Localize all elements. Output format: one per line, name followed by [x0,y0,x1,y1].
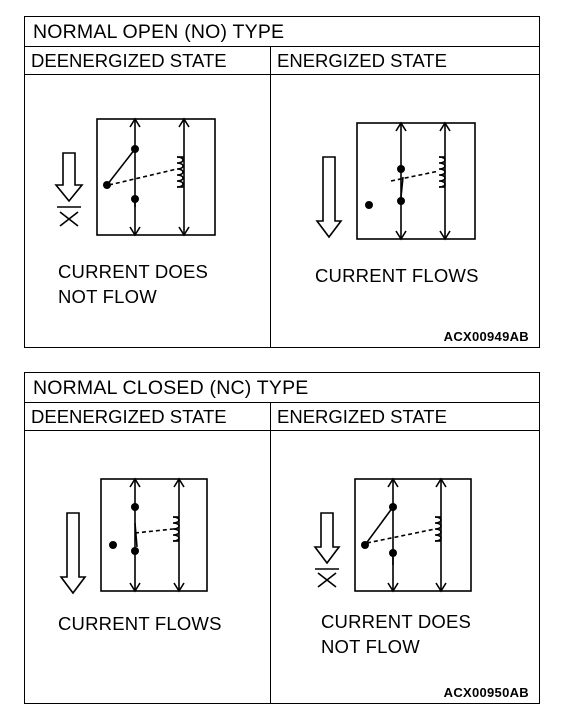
caption-deenergized: CURRENT FLOWS [58,613,222,634]
relay-diagram-energized [315,121,476,241]
panel-normal-open: NORMAL OPEN (NO) TYPE DEENERGIZED STATE … [24,16,540,348]
down-arrow-icon [54,152,84,203]
panel-normal-closed: NORMAL CLOSED (NC) TYPE DEENERGIZED STAT… [24,372,540,704]
down-arrow-icon [313,512,341,565]
column-divider [270,47,271,347]
header-deenergized: DEENERGIZED STATE [25,47,271,75]
column-divider [270,403,271,703]
caption-energized: CURRENT DOES NOT FLOW [321,611,472,657]
header-energized: ENERGIZED STATE [271,47,539,75]
down-arrow-icon [59,512,87,595]
x-mark-icon [315,568,339,588]
relay-schematic-icon [354,477,472,593]
down-arrow-icon [315,156,343,239]
relay-schematic-icon [96,117,216,237]
relay-diagram-deenergized [59,477,208,595]
figure-code: ACX00950AB [443,685,529,700]
relay-schematic-icon [100,477,208,593]
relay-diagram-energized [313,477,472,593]
caption-deenergized: CURRENT DOES NOT FLOW [58,261,209,307]
header-deenergized: DEENERGIZED STATE [25,403,271,431]
relay-diagram-deenergized [54,117,216,237]
x-mark-icon [57,206,81,227]
relay-schematic-icon [356,121,476,241]
figure-code: ACX00949AB [443,329,529,344]
panel-title: NORMAL CLOSED (NC) TYPE [25,373,539,403]
caption-energized: CURRENT FLOWS [315,265,479,286]
header-energized: ENERGIZED STATE [271,403,539,431]
panel-title: NORMAL OPEN (NO) TYPE [25,17,539,47]
